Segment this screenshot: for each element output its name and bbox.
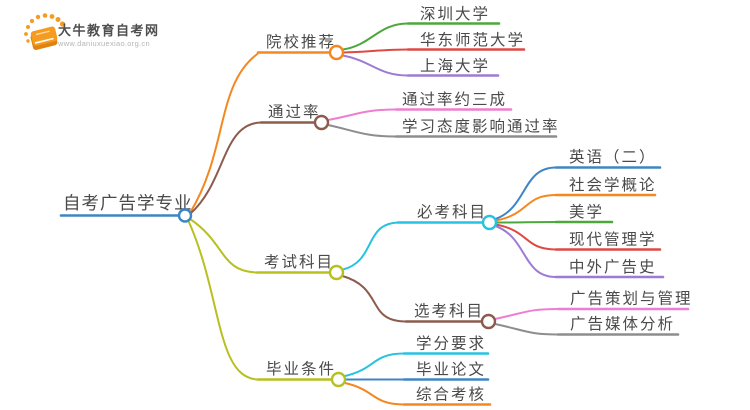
node-english-2[interactable]: 英语（二） (554, 148, 662, 169)
branch-connector[interactable] (328, 264, 345, 281)
subbranch-label[interactable]: 必考科目 (417, 203, 487, 221)
edge-graduation-to-assessment (344, 382, 405, 406)
leaf-label[interactable]: 英语（二） (569, 148, 657, 166)
leaf-label[interactable]: 中外广告史 (569, 258, 657, 276)
edge-subjects-to-required (342, 221, 399, 271)
node-pass-rate-about-30pct[interactable]: 通过率约三成 (394, 91, 513, 111)
edge-root-to-graduation (187, 220, 259, 381)
site-url: www.daniuxuexiao.org.cn (57, 39, 150, 48)
edge-graduation-to-credits (344, 352, 405, 377)
edge-required-to-sociology (495, 194, 557, 222)
node-ad-media-analysis[interactable]: 广告媒体分析 (556, 315, 680, 336)
branch-label[interactable]: 毕业条件 (266, 360, 336, 378)
leaf-label[interactable]: 通过率约三成 (402, 91, 507, 109)
edge-passrate-to-about30 (327, 108, 397, 121)
node-pass-rate[interactable]: 通过率 (259, 103, 330, 131)
leaf-label[interactable]: 广告策划与管理 (570, 290, 693, 308)
node-aesthetics[interactable]: 美学 (554, 203, 614, 224)
branch-label[interactable]: 考试科目 (264, 253, 334, 271)
leaf-label[interactable]: 学习态度影响通过率 (402, 118, 560, 136)
branch-label[interactable]: 院校推荐 (266, 32, 336, 51)
node-root[interactable]: 自考广告学专业 (59, 193, 193, 223)
node-required-subjects[interactable]: 必考科目 (396, 203, 498, 231)
edge-schools-to-shenzhen (342, 22, 409, 51)
node-graduation-thesis[interactable]: 毕业论文 (402, 361, 490, 381)
leaf-label[interactable]: 现代管理学 (569, 231, 657, 249)
edge-required-to-management (495, 223, 557, 251)
node-sociology-intro[interactable]: 社会学概论 (554, 176, 657, 197)
edge-subjects-to-elective (342, 275, 407, 323)
root-connector[interactable] (177, 208, 193, 223)
node-shenzhen-university[interactable]: 深圳大学 (406, 5, 501, 25)
edge-required-to-aesthetics (496, 221, 557, 224)
edge-required-to-english (495, 166, 557, 220)
subbranch-connector[interactable] (481, 214, 498, 231)
edge-root-to-schools (189, 52, 259, 213)
edge-passrate-to-attitude (327, 124, 397, 138)
leaf-label[interactable]: 广告媒体分析 (570, 315, 675, 333)
node-exam-subjects[interactable]: 考试科目 (255, 253, 345, 281)
branch-label[interactable]: 通过率 (268, 103, 321, 121)
node-elective-subjects[interactable]: 选考科目 (404, 302, 497, 330)
edge-root-to-passrate (189, 121, 262, 215)
node-shanghai-university[interactable]: 上海大学 (406, 57, 500, 77)
leaf-label[interactable]: 毕业论文 (416, 361, 486, 379)
node-ad-history[interactable]: 中外广告史 (554, 258, 665, 279)
leaf-label[interactable]: 上海大学 (420, 57, 490, 75)
subbranch-label[interactable]: 选考科目 (414, 302, 484, 320)
node-ecnu[interactable]: 华东师范大学 (406, 31, 526, 51)
edge-schools-to-ecnu (343, 48, 409, 54)
leaf-label[interactable]: 综合考核 (416, 386, 486, 404)
leaf-label[interactable]: 社会学概论 (569, 176, 657, 194)
branch-connector[interactable] (328, 44, 345, 61)
leaf-label[interactable]: 华东师范大学 (420, 31, 525, 49)
edge-elective-to-planning (494, 308, 559, 320)
branch-connector[interactable] (313, 114, 330, 131)
node-credit-requirements[interactable]: 学分要求 (402, 335, 490, 355)
node-attitude-affects-pass-rate[interactable]: 学习态度影响通过率 (394, 118, 560, 138)
site-logo: 大牛教育自考网 www.daniuxuexiao.org.cn (24, 13, 160, 50)
leaf-label[interactable]: 美学 (569, 203, 604, 221)
edge-root-to-subjects (189, 218, 258, 274)
edge-elective-to-media (494, 323, 559, 336)
edge-schools-to-shanghai (342, 54, 409, 77)
root-label[interactable]: 自考广告学专业 (63, 193, 193, 213)
branch-connector[interactable] (330, 371, 347, 388)
site-name: 大牛教育自考网 (58, 23, 160, 38)
node-comprehensive-assessment[interactable]: 综合考核 (402, 386, 492, 406)
node-graduation-requirements[interactable]: 毕业条件 (256, 360, 347, 388)
edge-required-to-adhistory (495, 225, 557, 278)
leaf-label[interactable]: 深圳大学 (420, 5, 490, 23)
node-ad-planning-management[interactable]: 广告策划与管理 (556, 290, 693, 311)
node-school-recommendation[interactable]: 院校推荐 (256, 32, 345, 61)
node-modern-management[interactable]: 现代管理学 (554, 231, 662, 251)
leaf-label[interactable]: 学分要求 (416, 335, 486, 353)
subbranch-connector[interactable] (480, 313, 497, 330)
logo-book-with-rays-icon (24, 13, 66, 50)
